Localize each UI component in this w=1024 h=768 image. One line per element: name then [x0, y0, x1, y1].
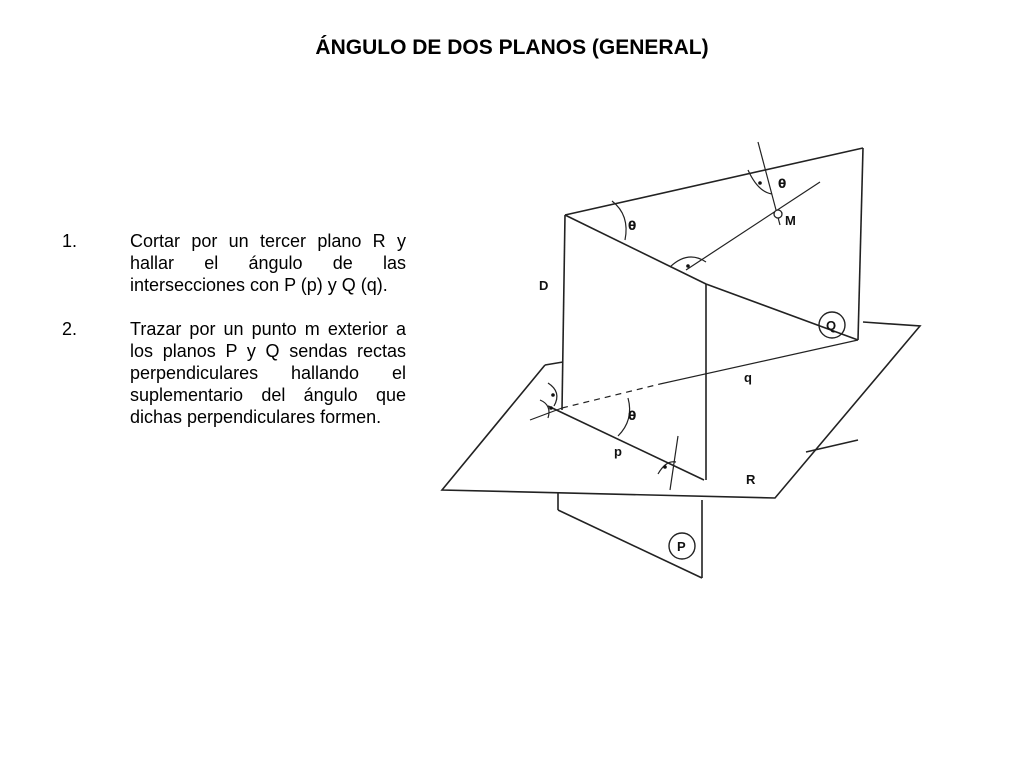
steps-list: 1. Cortar por un tercer plano R y hallar… [62, 230, 406, 450]
angle-arc [617, 397, 631, 437]
step-text: Cortar por un tercer plano R y hallar el… [130, 231, 406, 295]
plane-p-lower [557, 492, 703, 579]
label-plane-q: Q [826, 318, 836, 333]
angle-arc [747, 169, 773, 195]
label-d: D [539, 278, 548, 293]
perpendicular-line [685, 181, 821, 271]
plane-p-circle [668, 532, 696, 560]
label-p-line: p [614, 444, 622, 459]
right-angle-dot [551, 393, 555, 397]
theta-label: θ [628, 219, 636, 233]
step-text: Trazar por un punto m exterior a los pla… [130, 319, 406, 427]
right-angle-dot [663, 465, 667, 469]
right-angle-dot [686, 264, 690, 268]
step-number: 2. [62, 319, 78, 339]
right-angle-dot [758, 181, 762, 185]
label-q-line: q [744, 370, 752, 385]
line-q-extension [529, 407, 563, 421]
plane-r [440, 321, 922, 499]
angle-arc [547, 382, 558, 407]
plane-p [561, 214, 707, 480]
theta-label: θ [778, 177, 786, 191]
plane-q-lower [805, 439, 859, 453]
label-r: R [746, 472, 756, 487]
label-plane-p: P [677, 539, 686, 554]
right-angle-dot [549, 406, 553, 410]
page-title: ÁNGULO DE DOS PLANOS (GENERAL) [315, 36, 709, 59]
label-m: M [785, 213, 796, 228]
plane-q-circle [818, 311, 846, 339]
line-q [659, 339, 859, 385]
line-q-hidden [561, 383, 661, 409]
list-item: 2. Trazar por un punto m exterior a los … [62, 318, 406, 428]
plane-q [564, 147, 864, 341]
angle-arc [657, 461, 677, 475]
theta-label: θ [628, 409, 636, 423]
angle-arc [539, 399, 550, 419]
line-p [547, 405, 705, 481]
list-item: 1. Cortar por un tercer plano R y hallar… [62, 230, 406, 296]
angle-arc [669, 256, 707, 268]
step-number: 1. [62, 231, 78, 251]
perpendicular-line-3 [669, 435, 679, 491]
point-m [773, 209, 783, 219]
angle-arc [611, 200, 627, 241]
